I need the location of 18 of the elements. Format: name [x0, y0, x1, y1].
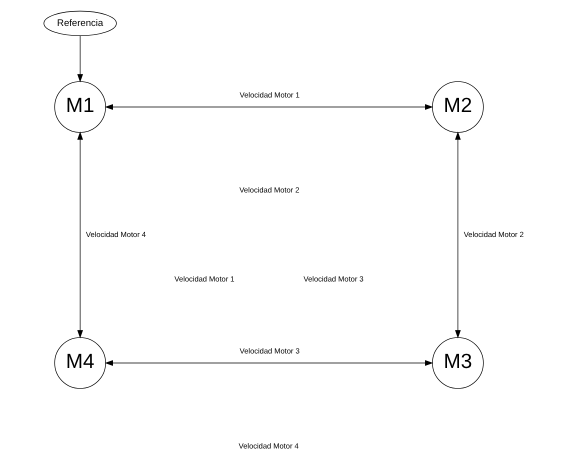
node-circle: M3 [432, 337, 484, 389]
arrow [77, 132, 84, 338]
edge-label: Velocidad Motor 3 [240, 346, 300, 356]
node-circle: M1 [54, 81, 106, 133]
node-circle: M2 [432, 81, 484, 133]
edge-label: Velocidad Motor 4 [86, 230, 146, 239]
node-circle: M4 [54, 337, 106, 389]
arrow [104, 360, 434, 366]
node-ellipse: Referencia [44, 10, 117, 36]
arrow [104, 104, 434, 110]
edge-label: Velocidad Motor 1 [240, 90, 300, 100]
label: Velocidad Motor 1 [174, 274, 234, 284]
label: Velocidad Motor 2 [239, 186, 300, 195]
edge-label: Velocidad Motor 2 [464, 230, 524, 239]
arrow [455, 132, 461, 338]
arrow [77, 36, 84, 82]
label: Velocidad Motor 3 [304, 274, 364, 284]
label: Velocidad Motor 4 [238, 442, 299, 451]
